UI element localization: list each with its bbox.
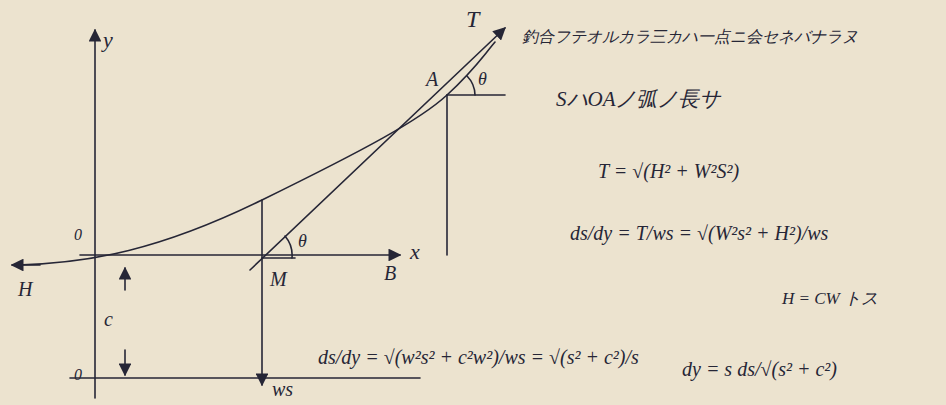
equation: T = √(H² + W²S²)	[598, 160, 739, 182]
origin-mark: 0	[74, 366, 82, 384]
point-label: M	[270, 268, 287, 290]
angle-label: θ	[298, 232, 307, 252]
point-label: B	[384, 262, 396, 284]
axis-label: y	[103, 28, 113, 52]
note: 釣合フテオルカラ三カハ一点ニ会セネバナラヌ	[522, 28, 858, 46]
axis-label: x	[410, 240, 420, 264]
force-label: T	[466, 6, 479, 32]
dimension-label: c	[104, 308, 113, 330]
origin-mark: 0	[74, 226, 82, 244]
angle-label: θ	[478, 70, 487, 90]
force-label: H	[18, 278, 32, 300]
note: H = CW トス	[782, 290, 878, 309]
equation: dy = s ds/√(s² + c²)	[682, 358, 837, 380]
point-label: A	[426, 68, 438, 90]
force-label: ws	[272, 378, 293, 400]
note: SハOAノ弧ノ長サ	[556, 88, 721, 111]
equation: ds/dy = √(w²s² + c²w²)/ws = √(s² + c²)/s	[318, 346, 639, 368]
equation: ds/dy = T/ws = √(W²s² + H²)/ws	[570, 222, 828, 244]
